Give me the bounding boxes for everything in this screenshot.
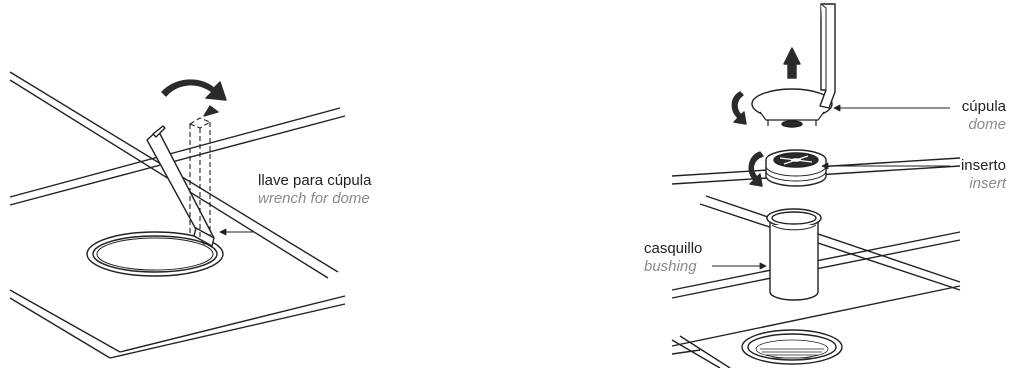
dome-label: cúpula dome [962,98,1006,134]
rotation-arrow-dome [731,91,747,125]
rotation-arrow-insert [748,151,764,187]
drain-hole-left [86,231,224,277]
drain-hole-right [741,329,843,365]
insert-label: inserto insert [961,157,1006,193]
dome [751,88,833,128]
up-arrow [783,47,801,79]
wrench-label: llave para cúpula wrench for dome [258,172,371,208]
bushing [766,208,822,301]
floor-tiles-left [9,71,346,359]
bushing-label-es: casquillo [644,240,703,257]
wrench-label-en: wrench for dome [258,190,370,207]
insert [765,149,827,187]
insert-label-es: inserto [960,157,1006,174]
wrench-right [819,3,836,109]
wrench-dashed-outline [189,117,211,240]
dome-label-en: dome [968,116,1006,133]
wrench-left [146,125,215,247]
wrench-label-es: llave para cúpula [258,172,372,189]
bushing-label-en: bushing [644,258,697,275]
insert-label-en: insert [969,175,1006,192]
rotation-arrow-left [161,79,227,117]
bushing-label: casquillo bushing [644,240,702,276]
dome-label-es: cúpula [961,98,1006,115]
